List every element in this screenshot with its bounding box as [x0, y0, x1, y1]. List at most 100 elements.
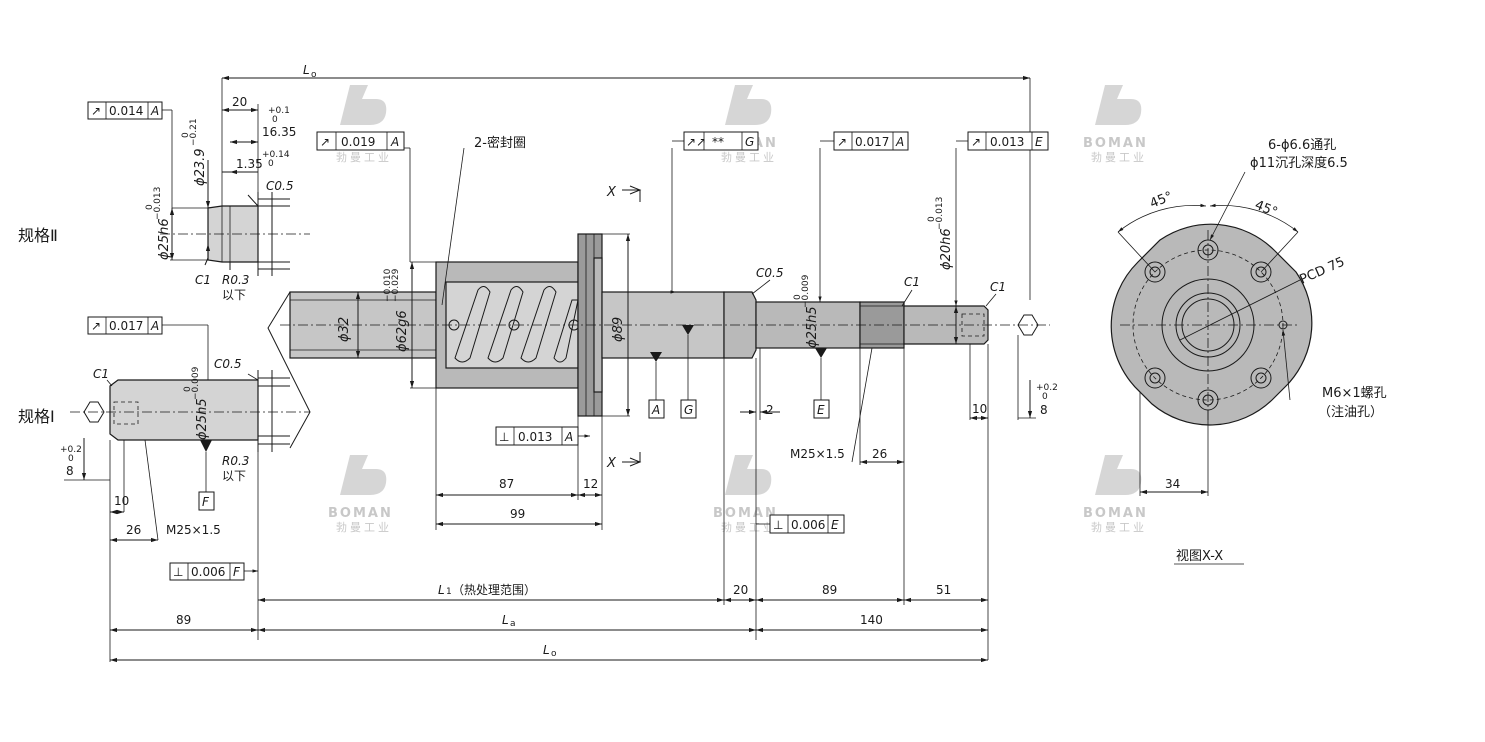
- svg-text:L: L: [303, 63, 310, 77]
- svg-text:E: E: [1035, 135, 1043, 149]
- svg-text:−0.013: −0.013: [153, 187, 163, 220]
- svg-text:L: L: [502, 613, 509, 627]
- datum-G: G: [680, 399, 697, 419]
- watermark-logos: BOMAN 勃曼工业 BOMAN 勃曼工业 BOMAN 勃曼工业 BOMAN 勃…: [328, 85, 1148, 534]
- svg-text:+0.2: +0.2: [1036, 383, 1058, 393]
- perpendicularity-icon: ⊥: [173, 565, 183, 579]
- watermark-1: BOMAN 勃曼工业: [328, 85, 392, 164]
- svg-text:26: 26: [872, 447, 887, 461]
- svg-text:1.35: 1.35: [236, 157, 263, 171]
- svg-text:+0.2: +0.2: [60, 445, 82, 455]
- svg-text:A: A: [651, 403, 660, 417]
- svg-text:0: 0: [1042, 392, 1048, 402]
- watermark-brand: BOMAN: [1083, 506, 1148, 521]
- svg-text:0.017: 0.017: [109, 319, 143, 333]
- boman-logo-icon: [1095, 455, 1142, 495]
- watermark-2: BOMAN 勃曼工业: [713, 85, 777, 164]
- view-label: 视图X-X: [1176, 549, 1223, 564]
- svg-text:0: 0: [68, 454, 74, 464]
- svg-text:12: 12: [583, 477, 598, 491]
- svg-text:0.013: 0.013: [990, 135, 1024, 149]
- svg-text:20: 20: [733, 583, 748, 597]
- svg-text:F: F: [233, 565, 241, 579]
- frame-019: ↗ 0.019 A: [316, 131, 405, 151]
- watermark-subtitle: 勃曼工业: [721, 151, 777, 164]
- frame-006e: ⊥ 0.006 E: [769, 514, 845, 534]
- svg-text:10: 10: [972, 402, 987, 416]
- svg-text:26: 26: [126, 523, 141, 537]
- svg-text:C1: C1: [93, 367, 109, 381]
- svg-text:+0.1: +0.1: [268, 106, 290, 116]
- svg-text:−0.013: −0.013: [935, 197, 945, 230]
- svg-text:**: **: [712, 135, 724, 149]
- main-dims: [109, 75, 1036, 663]
- svg-text:0: 0: [927, 216, 937, 222]
- svg-text:C0.5: C0.5: [756, 266, 783, 280]
- svg-text:a: a: [510, 619, 516, 629]
- svg-text:E: E: [831, 518, 839, 532]
- svg-text:0: 0: [183, 386, 193, 392]
- svg-text:0.017: 0.017: [855, 135, 889, 149]
- svg-text:−0.21: −0.21: [189, 118, 199, 146]
- svg-text:51: 51: [936, 583, 951, 597]
- svg-text:（热处理范围）: （热处理范围）: [452, 583, 536, 597]
- svg-text:X: X: [606, 185, 617, 200]
- svg-text:G: G: [684, 403, 693, 417]
- boman-logo-icon: [725, 455, 772, 495]
- runout-icon: ↗: [837, 135, 847, 149]
- svg-text:−0.009: −0.009: [191, 366, 201, 400]
- spec1-end-detail: [64, 325, 310, 543]
- svg-text:A: A: [564, 430, 573, 444]
- watermark-subtitle: 勃曼工业: [336, 521, 392, 534]
- perpendicularity-icon: ⊥: [499, 430, 509, 444]
- runout-icon: ↗: [971, 135, 981, 149]
- boman-logo-icon: [1095, 85, 1142, 125]
- svg-text:89: 89: [822, 583, 837, 597]
- svg-text:ϕ62g6: ϕ62g6: [395, 310, 410, 352]
- svg-text:0.019: 0.019: [341, 135, 375, 149]
- watermark-3: BOMAN 勃曼工业: [1083, 85, 1147, 164]
- svg-text:0.006: 0.006: [191, 565, 225, 579]
- svg-text:E: E: [817, 403, 825, 417]
- svg-text:C0.5: C0.5: [214, 357, 241, 371]
- watermark-subtitle: 勃曼工业: [1091, 151, 1147, 164]
- svg-text:0: 0: [181, 132, 191, 138]
- runout-icon: ↗: [91, 104, 101, 118]
- watermark-4: BOMAN 勃曼工业: [328, 455, 393, 534]
- main-shaft: [267, 233, 1050, 449]
- watermark-brand: BOMAN: [328, 506, 393, 521]
- boman-logo-icon: [725, 85, 772, 125]
- watermark-5: BOMAN 勃曼工业: [713, 455, 777, 534]
- watermark-subtitle: 勃曼工业: [336, 151, 392, 164]
- datum-F: F: [198, 491, 215, 511]
- svg-text:10: 10: [114, 494, 129, 508]
- svg-text:R0.3: R0.3: [222, 454, 249, 468]
- total-runout-icon: ↗↗: [686, 135, 706, 149]
- svg-text:34: 34: [1165, 477, 1180, 491]
- svg-text:89: 89: [176, 613, 191, 627]
- frame-G: ↗↗ ** G: [672, 131, 759, 151]
- svg-text:o: o: [311, 70, 317, 80]
- watermark-subtitle: 勃曼工业: [1091, 521, 1147, 534]
- svg-text:A: A: [150, 104, 159, 118]
- svg-text:G: G: [745, 135, 754, 149]
- svg-text:C1: C1: [195, 273, 211, 287]
- svg-text:以下: 以下: [222, 288, 246, 302]
- svg-text:20: 20: [232, 95, 247, 109]
- frame-014: ↗ 0.014 A: [87, 101, 172, 120]
- datum-A: A: [648, 399, 665, 419]
- svg-text:2: 2: [766, 403, 774, 417]
- svg-text:8: 8: [66, 464, 74, 478]
- svg-text:C0.5: C0.5: [266, 179, 293, 193]
- svg-text:8: 8: [1040, 403, 1048, 417]
- svg-text:87: 87: [499, 477, 514, 491]
- frame-017a: ↗ 0.017 A: [87, 316, 208, 335]
- watermark-subtitle: 勃曼工业: [721, 521, 777, 534]
- return-tubes: [448, 286, 580, 363]
- svg-text:140: 140: [860, 613, 883, 627]
- svg-text:0: 0: [268, 159, 274, 169]
- svg-text:M25×1.5: M25×1.5: [166, 523, 221, 537]
- counterbore-label: ϕ11沉孔深度6.5: [1250, 155, 1348, 171]
- flange-end-view: [1110, 171, 1313, 496]
- svg-text:0.014: 0.014: [109, 104, 143, 118]
